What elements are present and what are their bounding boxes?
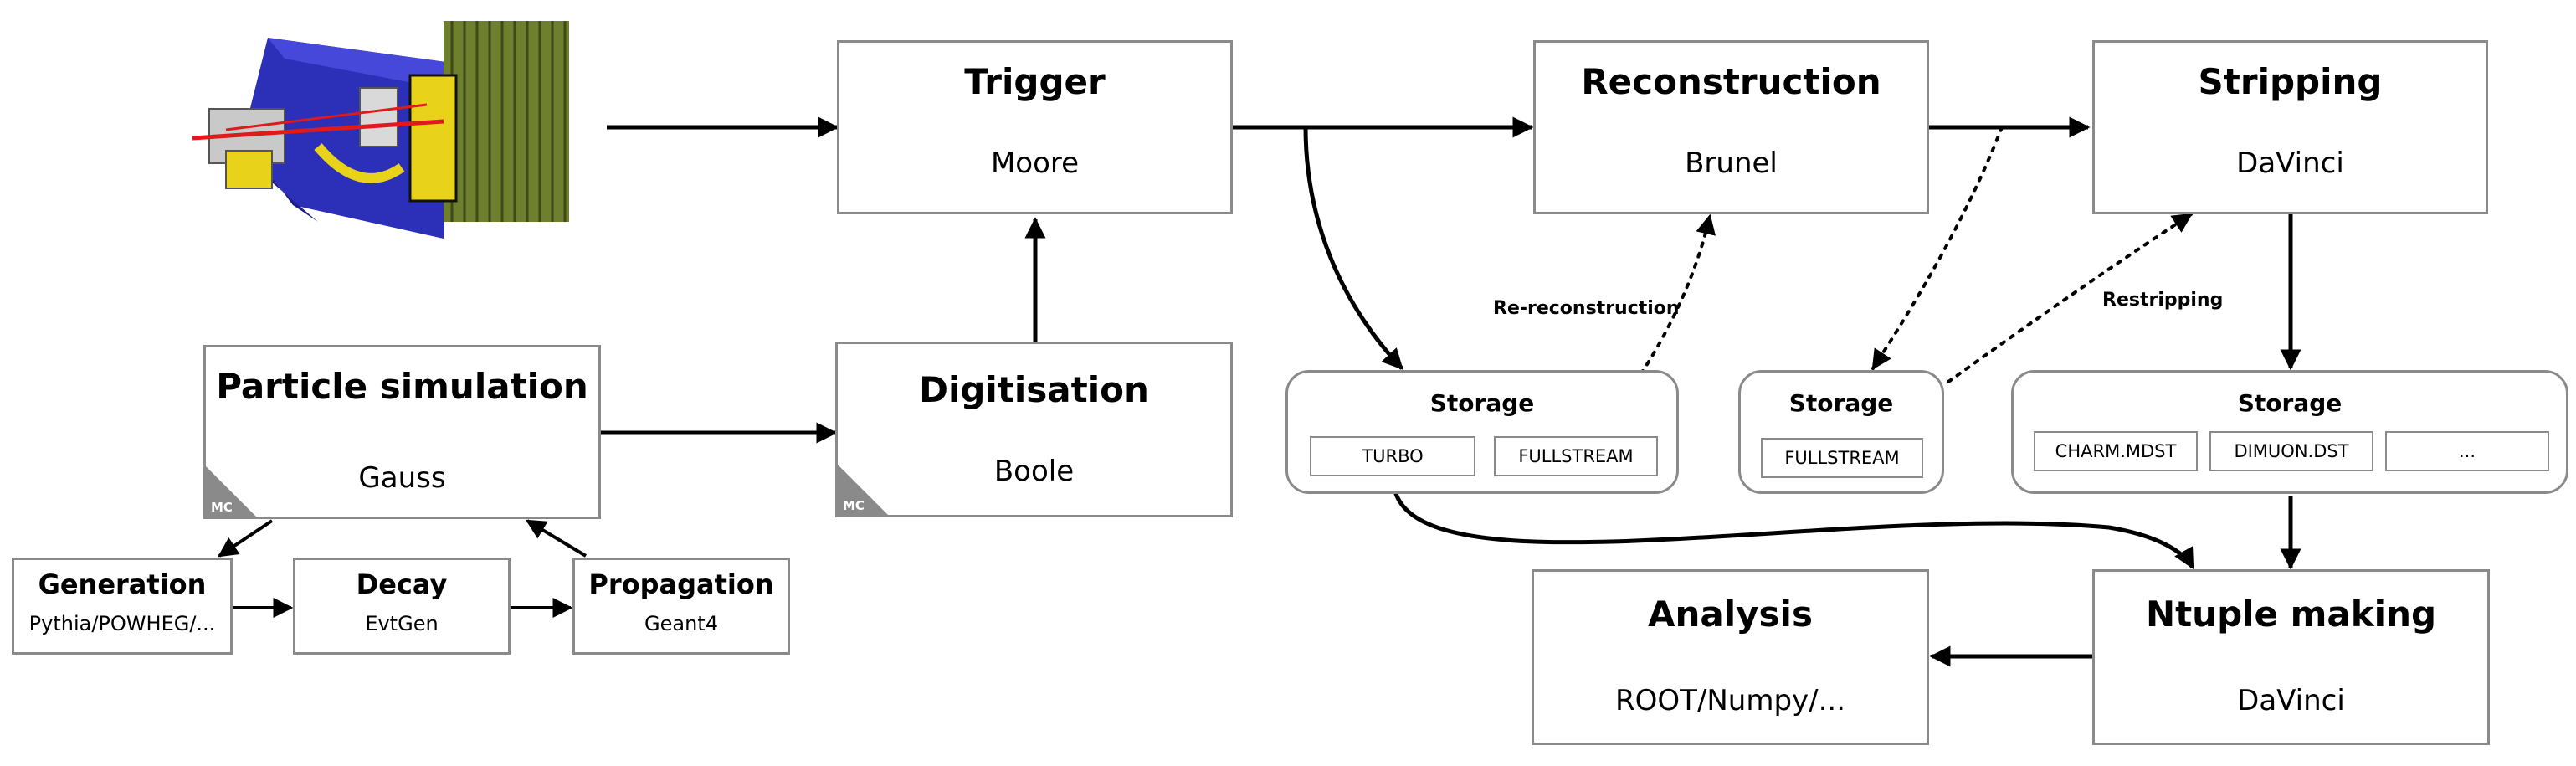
storage-1-title: Storage bbox=[1429, 389, 1535, 417]
arrow-trigger-to-storage1 bbox=[1303, 126, 1403, 370]
storage-3-title: Storage bbox=[2237, 389, 2343, 417]
reconstruction-box: Reconstruction Brunel bbox=[1533, 40, 1929, 214]
storage-chip-fullstream: FULLSTREAM bbox=[1761, 438, 1923, 478]
ntuple-making-box: Ntuple making DaVinci bbox=[2092, 569, 2490, 745]
propagation-box: Propagation Geant4 bbox=[572, 558, 790, 655]
mc-corner-icon: MC bbox=[206, 466, 256, 517]
analysis-title: Analysis bbox=[1648, 594, 1813, 635]
dotted-restripping bbox=[1947, 213, 2194, 383]
decay-subtitle: EvtGen bbox=[365, 612, 439, 635]
storage-chip-fullstream: FULLSTREAM bbox=[1494, 436, 1658, 476]
reconstruction-subtitle: Brunel bbox=[1685, 147, 1778, 180]
storage-box-2: Storage FULLSTREAM bbox=[1738, 370, 1944, 494]
stripping-title: Stripping bbox=[2198, 61, 2383, 102]
svg-text:MC: MC bbox=[211, 500, 233, 515]
arrow-propagation-to-simulation bbox=[525, 519, 588, 558]
storage-chip-turbo: TURBO bbox=[1310, 436, 1475, 476]
particle-simulation-subtitle: Gauss bbox=[358, 461, 446, 495]
arrow-turbo-to-ntuple bbox=[1391, 478, 2195, 570]
stripping-subtitle: DaVinci bbox=[2236, 147, 2344, 180]
dotted-reconstruction-to-storage2 bbox=[1871, 126, 2004, 371]
analysis-box: Analysis ROOT/Numpy/... bbox=[1532, 569, 1929, 745]
trigger-subtitle: Moore bbox=[990, 147, 1080, 180]
stripping-box: Stripping DaVinci bbox=[2092, 40, 2488, 214]
reconstruction-title: Reconstruction bbox=[1581, 61, 1881, 102]
storage-box-1: Storage TURBO FULLSTREAM bbox=[1285, 370, 1679, 494]
trigger-title: Trigger bbox=[964, 61, 1106, 102]
storage-box-3: Storage CHARM.MDST DIMUON.DST ... bbox=[2011, 370, 2568, 494]
propagation-subtitle: Geant4 bbox=[644, 612, 718, 635]
digitisation-subtitle: Boole bbox=[993, 455, 1075, 488]
digitisation-title: Digitisation bbox=[919, 369, 1149, 410]
storage-chip-charm-mdst: CHARM.MDST bbox=[2034, 431, 2198, 471]
svg-text:MC: MC bbox=[843, 498, 865, 513]
mc-corner-icon: MC bbox=[838, 465, 888, 515]
generation-subtitle: Pythia/POWHEG/... bbox=[28, 612, 216, 635]
storage-chip-dimuon-dst: DIMUON.DST bbox=[2209, 431, 2373, 471]
storage-chip-more: ... bbox=[2385, 431, 2549, 471]
digitisation-box: Digitisation Boole MC bbox=[835, 342, 1233, 517]
arrow-simulation-to-generation bbox=[218, 519, 274, 558]
detector-icon bbox=[192, 21, 569, 239]
ntuple-making-subtitle: DaVinci bbox=[2237, 684, 2345, 717]
trigger-box: Trigger Moore bbox=[837, 40, 1233, 214]
generation-title: Generation bbox=[38, 568, 207, 600]
particle-simulation-title: Particle simulation bbox=[216, 366, 588, 407]
propagation-title: Propagation bbox=[588, 568, 774, 600]
lhcb-detector-illustration bbox=[192, 13, 628, 255]
generation-box: Generation Pythia/POWHEG/... bbox=[12, 558, 233, 655]
restripping-label: Restripping bbox=[2102, 290, 2224, 311]
storage-2-title: Storage bbox=[1788, 389, 1894, 417]
decay-title: Decay bbox=[356, 568, 448, 600]
rereconstruction-label: Re-reconstruction bbox=[1493, 298, 1680, 319]
particle-simulation-box: Particle simulation Gauss MC bbox=[203, 345, 601, 519]
decay-box: Decay EvtGen bbox=[293, 558, 511, 655]
ntuple-making-title: Ntuple making bbox=[2145, 594, 2437, 635]
analysis-subtitle: ROOT/Numpy/... bbox=[1614, 684, 1846, 717]
